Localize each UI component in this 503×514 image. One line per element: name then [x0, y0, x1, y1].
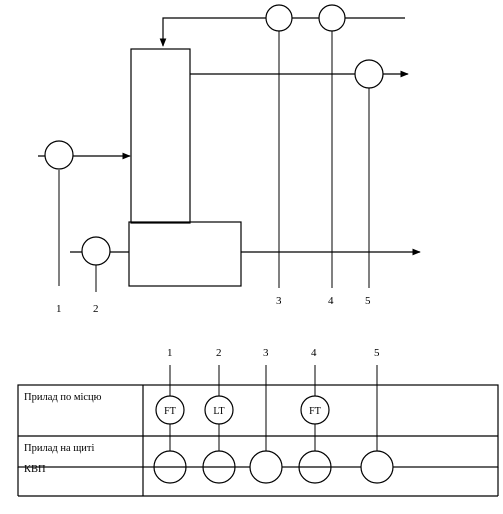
- column-vessel: [130, 48, 191, 224]
- panel-label-1: 1: [167, 347, 173, 359]
- sensor-3-circle: [265, 4, 293, 32]
- process-scheme: 1 2 3 4 5: [38, 4, 421, 315]
- panel-instrument-3: [249, 450, 283, 484]
- local-instrument-1-tag: FT: [164, 406, 176, 417]
- sensor-1-circle: [44, 140, 74, 170]
- local-instrument-4-tag: FT: [309, 406, 321, 417]
- local-instrument-4: [300, 395, 330, 425]
- row-label-panel-line2: КВП: [24, 464, 46, 475]
- process-label-1: 1: [56, 303, 62, 315]
- instrument-table: 1 2 3 4 5 Прилад по місцю Прилад на щиті…: [17, 347, 499, 497]
- process-label-5: 5: [365, 295, 371, 307]
- sensor-2-circle: [81, 236, 111, 266]
- local-instrument-1: [155, 395, 185, 425]
- process-label-2: 2: [93, 303, 99, 315]
- sensor-4-circle: [318, 4, 346, 32]
- local-instrument-2: [204, 395, 234, 425]
- row-label-local: Прилад по місцю: [24, 392, 102, 403]
- row-label-panel-line1: Прилад на щиті: [24, 443, 95, 454]
- process-label-3: 3: [276, 295, 282, 307]
- local-instrument-2-tag: LT: [213, 406, 224, 417]
- panel-label-5: 5: [374, 347, 380, 359]
- panel-label-3: 3: [263, 347, 269, 359]
- panel-label-2: 2: [216, 347, 222, 359]
- panel-label-4: 4: [311, 347, 317, 359]
- sensor-5-circle: [354, 59, 384, 89]
- process-label-4: 4: [328, 295, 334, 307]
- panel-instrument-5: [360, 450, 394, 484]
- lower-tank: [128, 221, 242, 287]
